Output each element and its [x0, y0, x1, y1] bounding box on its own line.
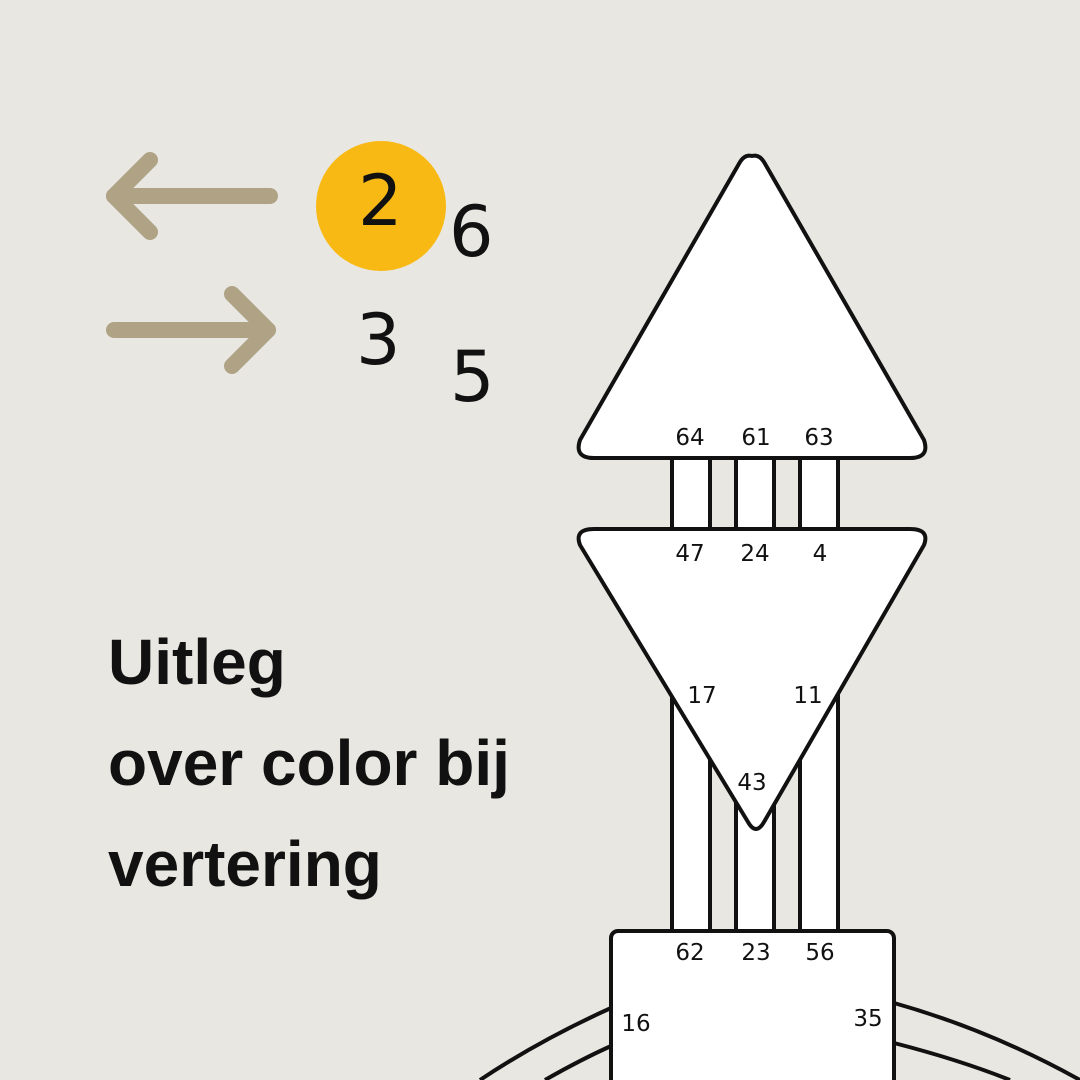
gate-47: 47	[675, 541, 704, 567]
gate-16: 16	[621, 1011, 650, 1037]
gate-4: 4	[813, 541, 828, 567]
page-title: Uitleg over color bij vertering	[108, 612, 510, 915]
gate-24: 24	[740, 541, 769, 567]
right-top-number: 6	[449, 191, 494, 273]
gate-63: 63	[804, 425, 833, 451]
channel-61-24	[734, 456, 776, 532]
arrow-left-icon	[106, 152, 278, 240]
gate-62: 62	[675, 940, 704, 966]
ajna-center	[576, 527, 928, 831]
gate-64: 64	[675, 425, 704, 451]
left-top-number: 2	[358, 160, 403, 242]
gate-56: 56	[805, 940, 834, 966]
left-bottom-number: 3	[356, 299, 401, 381]
head-center	[576, 153, 928, 460]
gate-61: 61	[741, 425, 770, 451]
gate-43: 43	[737, 770, 766, 796]
throat-center	[609, 929, 896, 1080]
channel-64-47	[670, 456, 712, 532]
gate-35: 35	[853, 1006, 882, 1032]
title-line-1: Uitleg	[108, 626, 286, 698]
title-line-3: vertering	[108, 828, 382, 900]
right-bottom-number: 5	[450, 336, 495, 418]
arrow-right-icon	[106, 286, 276, 374]
gate-11: 11	[793, 683, 822, 709]
title-line-2: over color bij	[108, 727, 510, 799]
gate-23: 23	[741, 940, 770, 966]
channel-63-4	[798, 456, 840, 532]
gate-17: 17	[687, 683, 716, 709]
highlight-circle	[316, 141, 446, 271]
